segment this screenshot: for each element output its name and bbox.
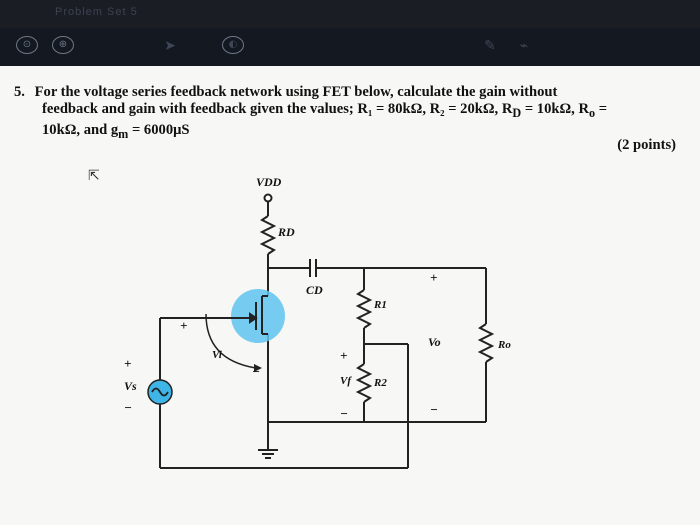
pen-icon[interactable]: ✎ (484, 38, 496, 54)
r2-resistor (355, 363, 373, 403)
window-titlebar: Problem Set 5 (0, 0, 700, 28)
vdd-terminal (263, 193, 273, 203)
r2-label: R2 (373, 377, 387, 389)
highlighter-icon[interactable]: ⌁ (519, 38, 529, 54)
vi-plus: + (180, 318, 187, 333)
vdd-label: VDD (256, 175, 282, 189)
vo-plus: + (430, 270, 437, 285)
vf-minus: − (340, 406, 348, 421)
r1-label: R1 (373, 299, 387, 311)
toolbar: ⊙ ⊕ ➤ ◐ ✎ ⌁ (0, 28, 700, 66)
cursor-icon[interactable]: ➤ (164, 38, 176, 54)
vi-label: Vi (212, 349, 223, 361)
down-arrow-icon[interactable]: ⊕ (52, 36, 74, 54)
vs-plus: + (124, 356, 131, 371)
window-title: Problem Set 5 (55, 6, 138, 18)
fet-transistor (231, 295, 268, 335)
ro-resistor (477, 323, 495, 363)
document-page (0, 66, 700, 525)
question-line-1: For the voltage series feedback network … (34, 84, 558, 100)
vs-label: Vs (124, 379, 137, 393)
vi-minus: − (252, 364, 260, 379)
question-line-2: feedback and gain with feedback given th… (42, 101, 513, 117)
rd-resistor (259, 215, 277, 255)
vs-minus: − (124, 400, 132, 415)
cd-label: CD (306, 283, 323, 297)
fet-highlight (231, 289, 285, 343)
question-text: 5. For the voltage series feedback netwo… (14, 84, 608, 141)
circle-icon[interactable]: ⊙ (16, 36, 38, 54)
rd-label: RD (277, 225, 295, 239)
vo-minus: − (430, 402, 438, 417)
vo-label: Vo (428, 335, 441, 349)
r1-resistor (355, 289, 373, 329)
eraser-icon[interactable]: ◐ (222, 36, 244, 54)
vf-plus: + (340, 348, 347, 363)
vf-label: Vf (340, 375, 352, 387)
vi-arc (205, 313, 257, 369)
sine-icon (151, 387, 169, 397)
mouse-pointer-icon: ⇱ (88, 168, 100, 184)
question-line-3: 10kΩ, and g (42, 121, 119, 138)
circuit-wires (159, 193, 495, 469)
question-number: 5. (14, 84, 25, 100)
points-label: (2 points) (617, 137, 676, 153)
ro-label: Ro (497, 339, 511, 351)
